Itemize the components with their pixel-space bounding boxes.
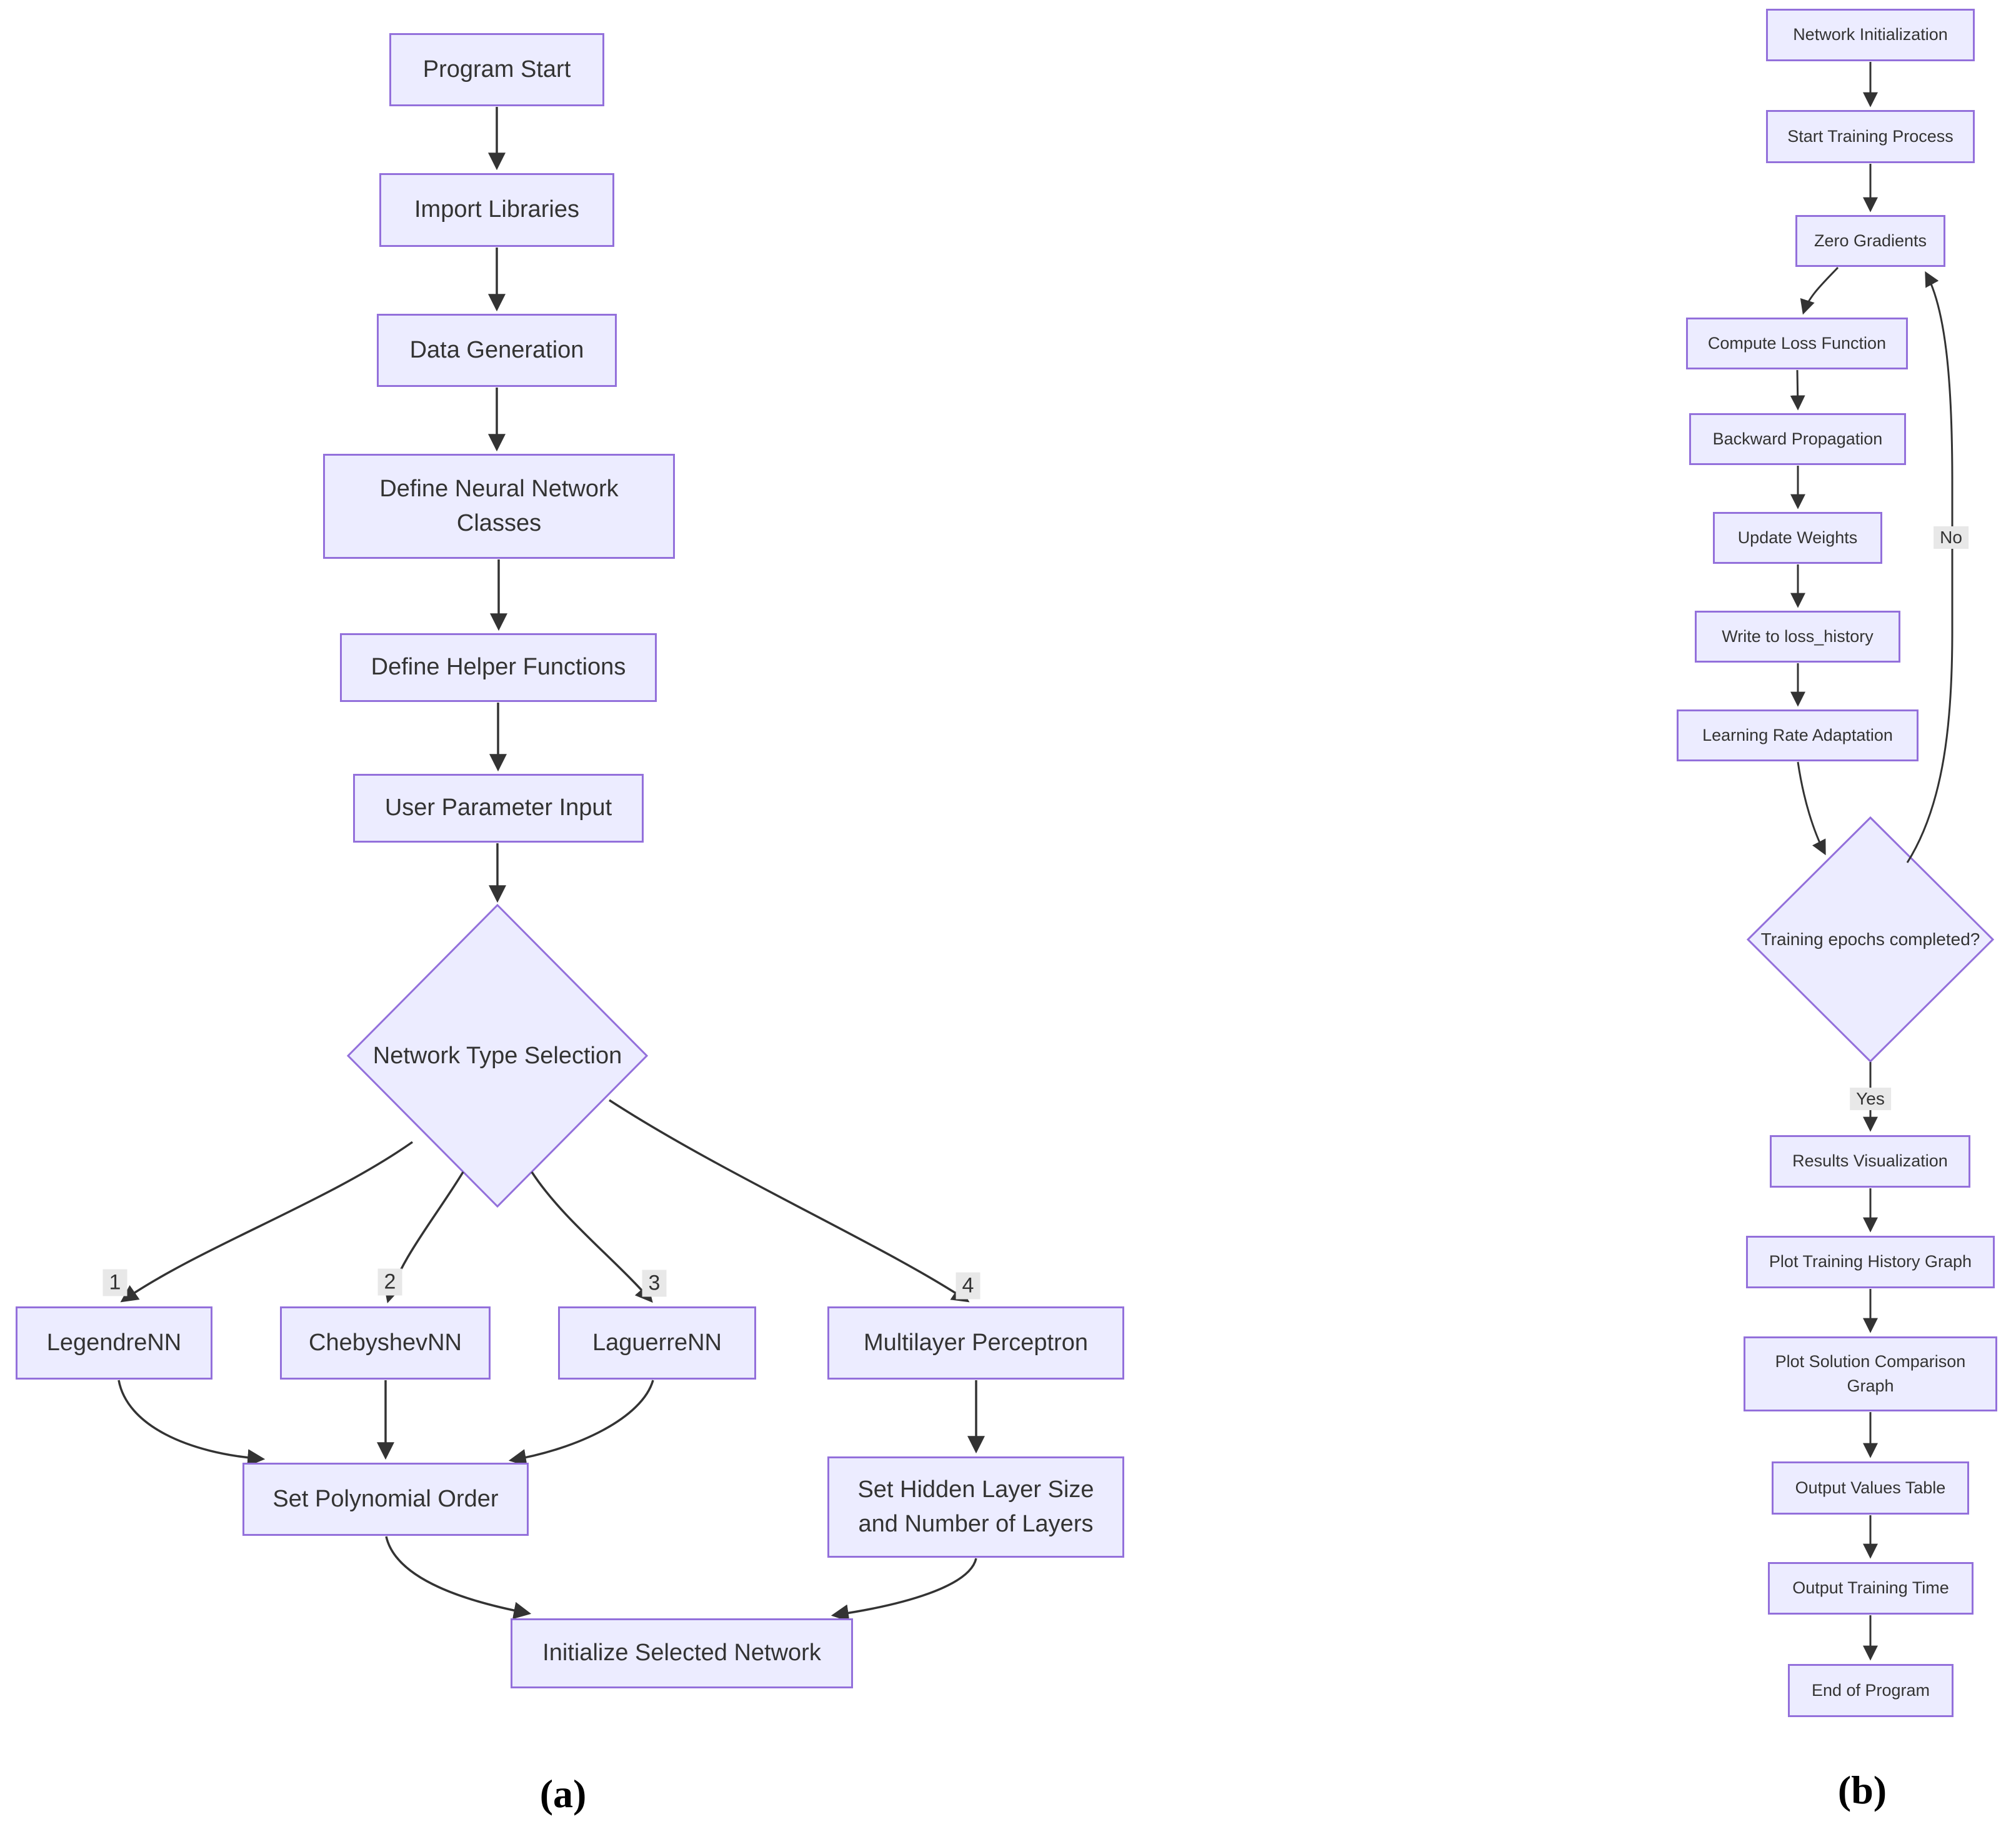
- node-label: Start Training Process: [1787, 126, 1954, 146]
- node-label: Plot Solution Comparison Graph: [1775, 1351, 1966, 1395]
- edge-label-3: 3: [642, 1270, 667, 1297]
- node-label: Update Weights: [1737, 528, 1858, 547]
- node-set-hidden-layer-size: Set Hidden Layer Size and Number of Laye…: [827, 1456, 1124, 1558]
- edges-chart-a: [117, 107, 985, 1622]
- node-results-visualization: Results Visualization: [1770, 1135, 1970, 1188]
- caption-b: (b): [1837, 1768, 1887, 1812]
- node-label: Zero Gradients: [1814, 231, 1927, 250]
- node-label: Learning Rate Adaptation: [1702, 725, 1893, 744]
- node-zero-gradients: Zero Gradients: [1795, 215, 1945, 267]
- node-legendrenn: LegendreNN: [16, 1306, 212, 1380]
- node-label: Data Generation: [409, 336, 584, 363]
- edge-label-2: 2: [377, 1268, 402, 1296]
- node-network-initialization: Network Initialization: [1766, 9, 1975, 61]
- node-initialize-selected-network: Initialize Selected Network: [511, 1618, 853, 1688]
- node-user-parameter-input: User Parameter Input: [353, 774, 644, 843]
- node-label: Write to loss_history: [1722, 626, 1874, 646]
- node-set-polynomial-order: Set Polynomial Order: [242, 1463, 529, 1536]
- node-output-values-table: Output Values Table: [1772, 1461, 1969, 1515]
- node-label: Output Training Time: [1792, 1578, 1949, 1598]
- node-training-epochs-completed: Training epochs completed?: [1748, 818, 1993, 1061]
- decision-diamond-epochs-completed: [1746, 816, 1995, 1063]
- node-import-libraries: Import Libraries: [379, 173, 614, 247]
- node-output-training-time: Output Training Time: [1768, 1562, 1974, 1615]
- node-label: User Parameter Input: [384, 794, 612, 821]
- node-label: Compute Loss Function: [1707, 333, 1887, 353]
- node-update-weights: Update Weights: [1713, 512, 1882, 564]
- node-label: Results Visualization: [1792, 1151, 1948, 1171]
- node-label: Output Values Table: [1795, 1478, 1946, 1497]
- node-define-helper-functions: Define Helper Functions: [340, 633, 657, 702]
- edge-label-1: 1: [102, 1269, 127, 1296]
- node-label: LaguerreNN: [592, 1329, 722, 1356]
- node-label: Multilayer Perceptron: [863, 1329, 1089, 1356]
- node-label: Define Helper Functions: [371, 654, 626, 681]
- caption-a: (a): [539, 1771, 587, 1816]
- node-end-of-program: End of Program: [1788, 1664, 1954, 1717]
- node-network-type-selection: Network Type Selection: [348, 905, 647, 1206]
- node-label: ChebyshevNN: [309, 1329, 462, 1356]
- node-define-nn-classes: Define Neural Network Classes: [323, 454, 675, 559]
- node-data-generation: Data Generation: [377, 314, 617, 387]
- node-plot-training-history-graph: Plot Training History Graph: [1746, 1236, 1995, 1288]
- node-program-start: Program Start: [389, 33, 604, 106]
- node-label: LegendreNN: [46, 1329, 182, 1356]
- edge-label-yes: Yes: [1850, 1088, 1891, 1110]
- edge-label-no: No: [1934, 526, 1969, 549]
- edges-chart-b: [1790, 62, 1954, 1661]
- node-label: Network Type Selection: [372, 1042, 622, 1069]
- node-label: Import Libraries: [414, 196, 579, 223]
- node-label: End of Program: [1811, 1680, 1930, 1700]
- node-chebyshevnn: ChebyshevNN: [280, 1306, 491, 1380]
- node-start-training-process: Start Training Process: [1766, 110, 1975, 163]
- node-label: Backward Propagation: [1712, 429, 1883, 448]
- decision-diamond-network-type: [346, 903, 649, 1208]
- edge-label-4: 4: [956, 1272, 981, 1300]
- node-backward-propagation: Backward Propagation: [1689, 413, 1906, 465]
- node-learning-rate-adaptation: Learning Rate Adaptation: [1677, 709, 1919, 761]
- node-label: Plot Training History Graph: [1769, 1252, 1972, 1271]
- node-label: Initialize Selected Network: [542, 1640, 821, 1666]
- node-label: Define Neural Network Classes: [379, 475, 619, 536]
- node-compute-loss-function: Compute Loss Function: [1686, 318, 1908, 369]
- node-label: Network Initialization: [1793, 25, 1948, 44]
- node-write-to-loss-history: Write to loss_history: [1695, 611, 1900, 663]
- node-label: Set Hidden Layer Size and Number of Laye…: [857, 1476, 1094, 1537]
- node-label: Training epochs completed?: [1760, 930, 1980, 949]
- node-laguerrenn: LaguerreNN: [558, 1306, 756, 1380]
- node-multilayer-perceptron: Multilayer Perceptron: [827, 1306, 1124, 1380]
- node-label: Program Start: [422, 56, 571, 83]
- node-label: Set Polynomial Order: [272, 1485, 499, 1512]
- node-plot-solution-comparison-graph: Plot Solution Comparison Graph: [1744, 1336, 1997, 1411]
